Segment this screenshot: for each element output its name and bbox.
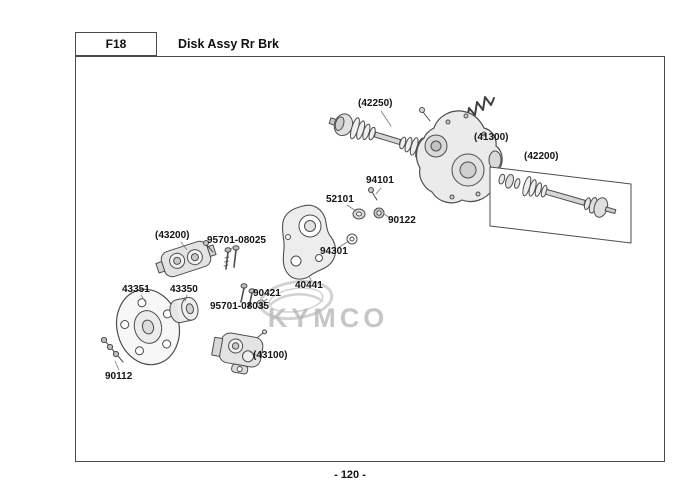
caliper-lower-drawing	[211, 329, 268, 375]
axle-kit-box-drawing	[489, 166, 632, 244]
differential-drawing	[415, 107, 503, 204]
part-label-94101: 94101	[366, 175, 394, 186]
part-label-43100: (43100)	[253, 350, 288, 361]
part-label-43351: 43351	[122, 284, 150, 295]
hub-drawing	[169, 296, 199, 324]
part-label-52101: 52101	[326, 194, 354, 205]
kymco-emblem-icon	[258, 279, 334, 321]
brake-disc-drawing	[115, 288, 181, 366]
page-number: - 120 -	[334, 469, 366, 481]
section-code: F18	[75, 32, 157, 56]
part-label-90112: 90112	[105, 371, 133, 382]
caliper-upper-bolt-drawing	[203, 240, 214, 253]
leader-lines	[114, 110, 392, 371]
kymco-watermark-text: KYMCO	[267, 303, 389, 333]
part-label-43350: 43350	[170, 284, 198, 295]
part-label-42250: (42250)	[358, 98, 393, 109]
part-label-40441: 40441	[295, 280, 323, 291]
bracket-plate-drawing	[281, 204, 337, 280]
bolts-08025-drawing	[223, 245, 240, 270]
part-label-41300: (41300)	[474, 132, 509, 143]
part-label-43200: (43200)	[155, 230, 190, 241]
page-title: Disk Assy Rr Brk	[178, 37, 279, 51]
part-label-42200: (42200)	[524, 151, 559, 162]
caliper-upper-drawing	[155, 240, 217, 278]
part-label-90122: 90122	[388, 215, 416, 226]
small-parts-drawing	[346, 187, 385, 245]
part-label-95701-08035: 95701-08035	[210, 301, 269, 312]
screws-90112-drawing	[100, 336, 124, 363]
bolts-08035-drawing	[240, 283, 256, 308]
part-label-90421: 90421	[253, 288, 281, 299]
part-label-95701-08025: 95701-08025	[207, 235, 266, 246]
part-label-94301: 94301	[320, 246, 348, 257]
